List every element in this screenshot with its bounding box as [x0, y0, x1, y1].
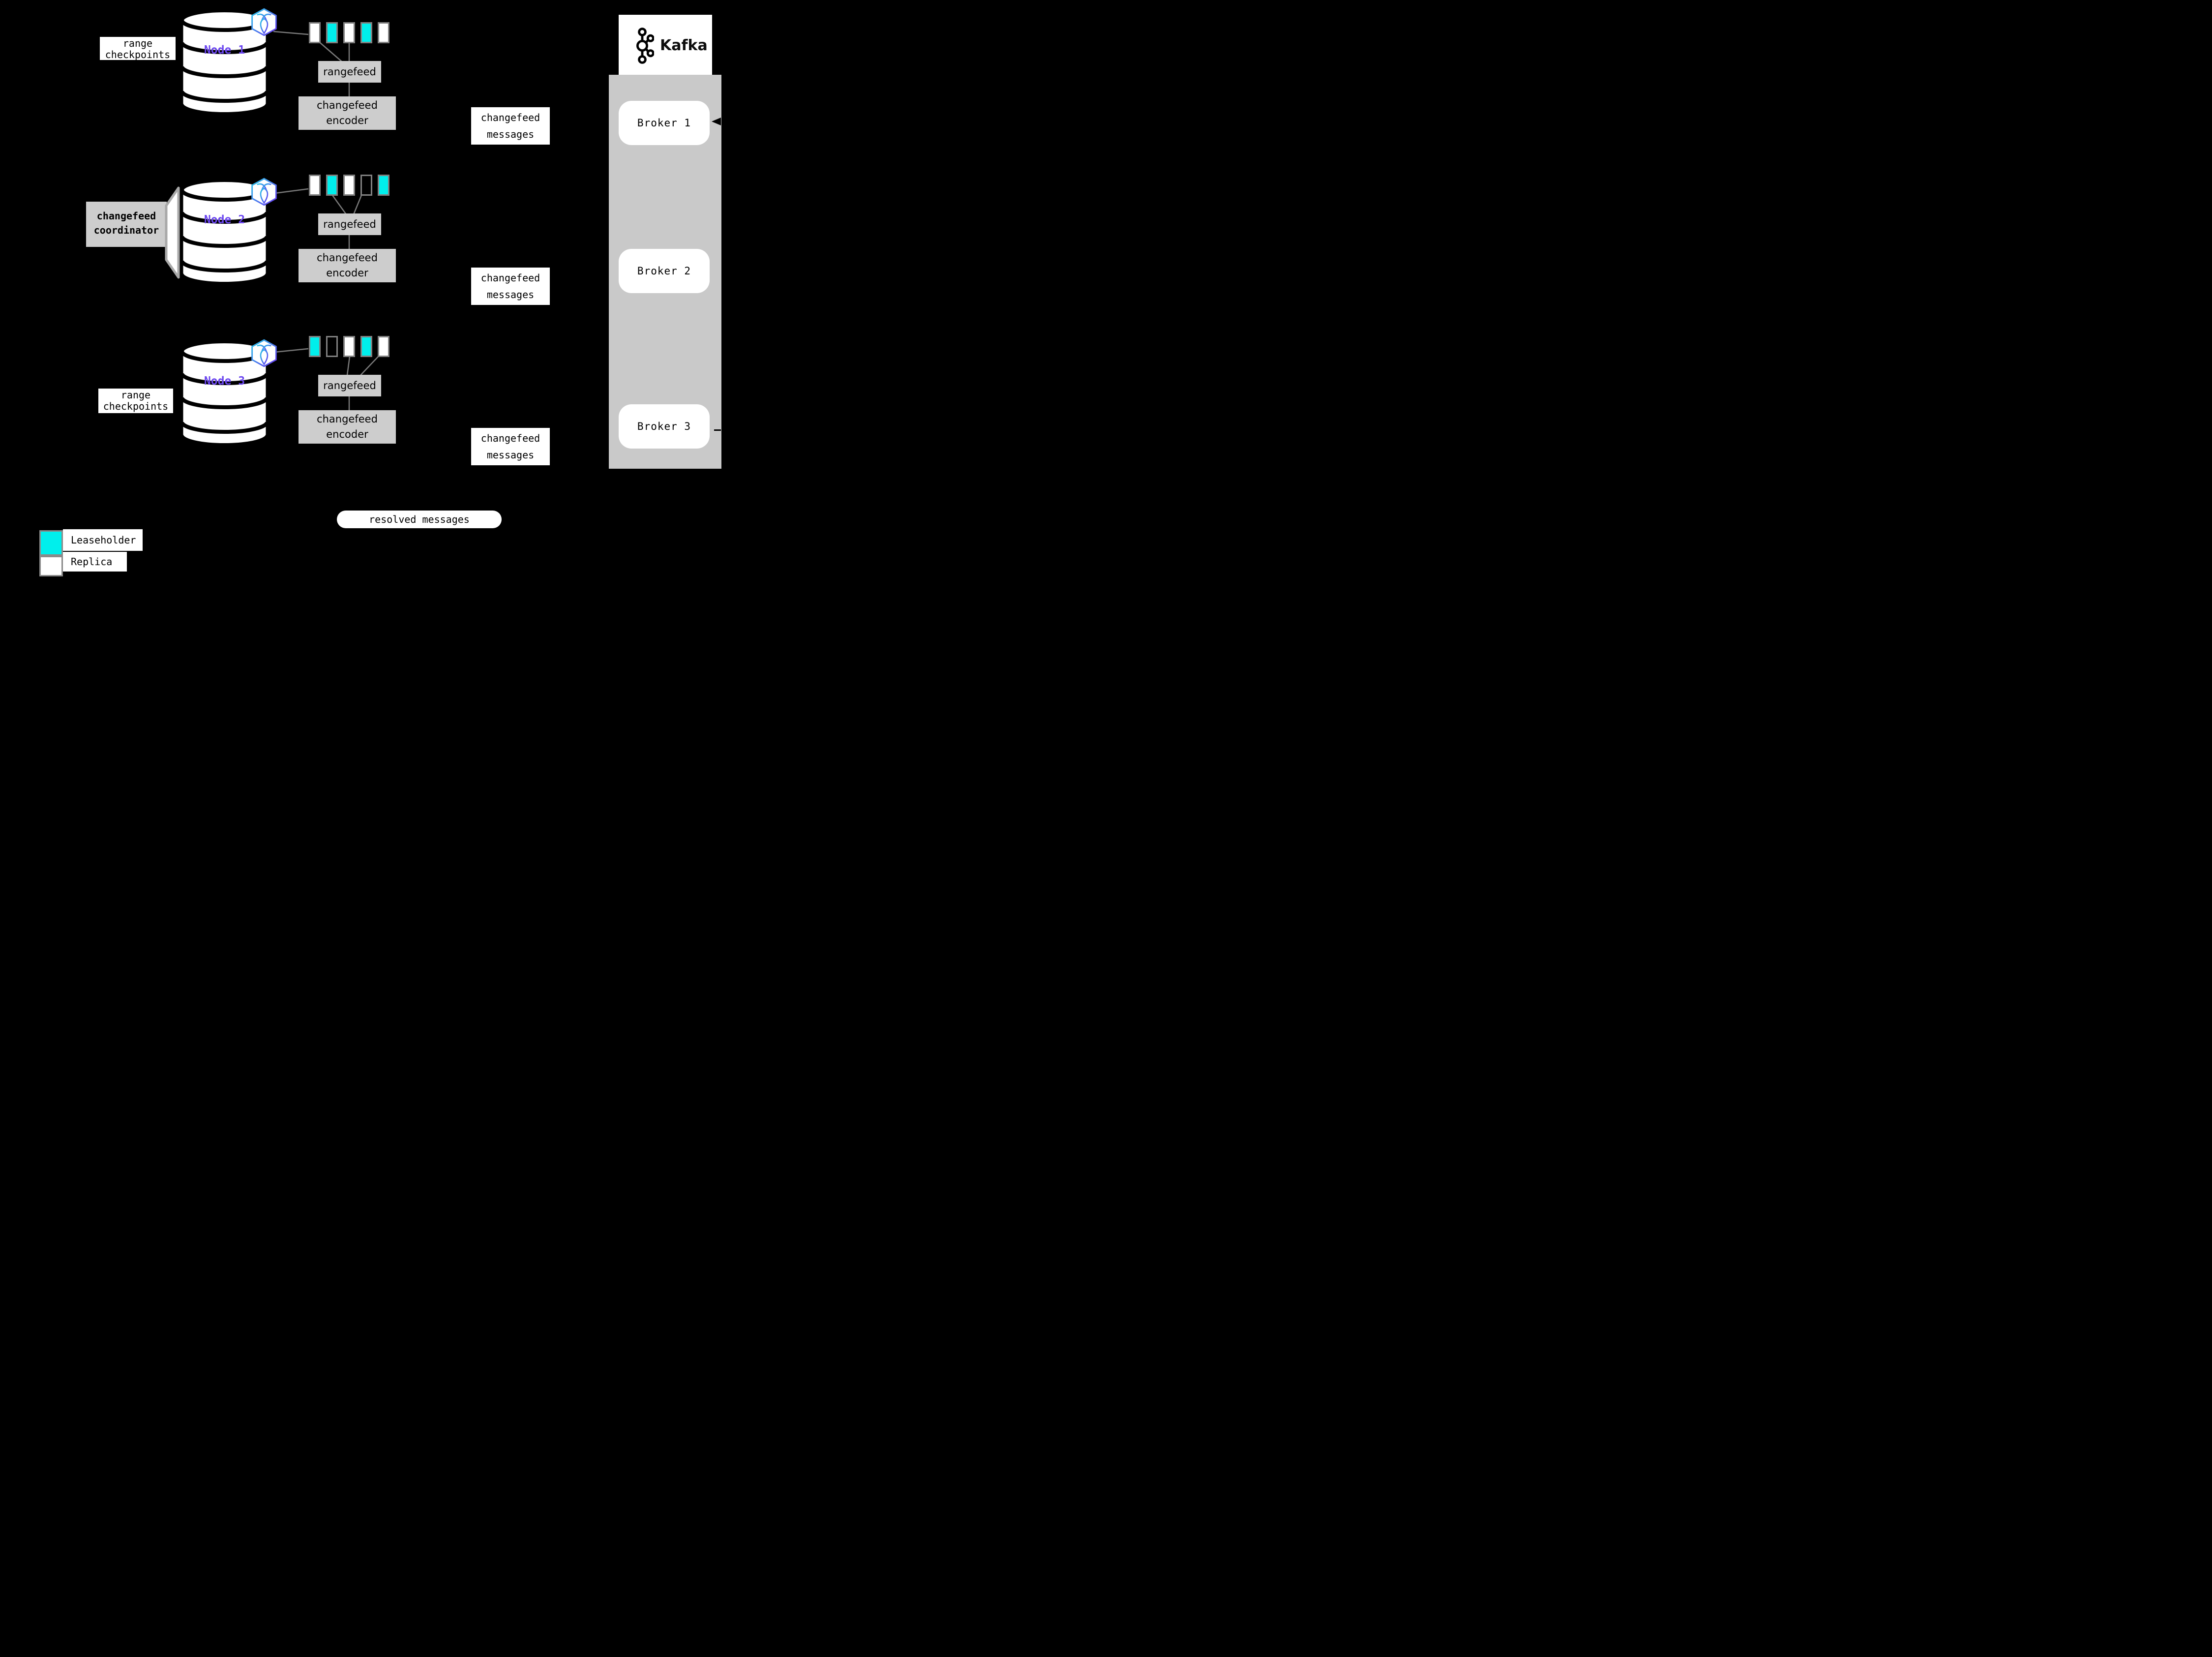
- range-checkpoints-line2: checkpoints: [103, 400, 169, 412]
- range-cell: [326, 175, 338, 196]
- range-cell: [343, 336, 355, 357]
- legend-replica-swatch: [39, 556, 63, 576]
- coordinator-line2: coordinator: [93, 224, 159, 236]
- kafka-title: Kafka: [660, 37, 708, 54]
- kafka-logo: Kafka: [619, 15, 712, 76]
- range-checkpoints-line2: checkpoints: [105, 49, 171, 60]
- range-cell: [378, 22, 389, 43]
- messages-line2: messages: [486, 128, 535, 140]
- range-cell: [309, 175, 321, 196]
- resolved-messages-pill: resolved messages: [337, 511, 502, 528]
- rangefeed-box-node2: rangefeed: [318, 213, 381, 235]
- encoder-line2: encoder: [326, 267, 368, 279]
- messages-line1: changefeed: [480, 112, 540, 123]
- changefeed-messages-label-node2: changefeed messages: [471, 268, 550, 305]
- cockroachdb-icon: [251, 8, 277, 36]
- arrow-into-broker-1: [712, 118, 721, 125]
- range-cell: [360, 336, 372, 357]
- legend-leaseholder-swatch: [39, 530, 63, 556]
- messages-line2: messages: [486, 449, 535, 461]
- range-cell: [326, 336, 338, 357]
- broker-3-box: Broker 3: [619, 404, 710, 449]
- kafka-logo-icon: [636, 28, 654, 64]
- range-checkpoints-label-node1: range checkpoints: [100, 37, 176, 60]
- rangefeed-box-node1: rangefeed: [318, 61, 381, 83]
- range-cell: [360, 175, 372, 196]
- messages-line1: changefeed: [480, 272, 540, 284]
- coordinator-arrow: [165, 186, 180, 279]
- node-2-label: Node 2: [204, 213, 245, 226]
- changefeed-encoder-box-node2: changefeed encoder: [299, 249, 396, 282]
- broker-2-box: Broker 2: [619, 249, 710, 293]
- messages-line2: messages: [486, 289, 535, 301]
- encoder-line1: changefeed: [317, 252, 378, 264]
- range-cell: [378, 336, 389, 357]
- changefeed-encoder-box-node1: changefeed encoder: [299, 96, 396, 130]
- cockroachdb-icon: [251, 178, 277, 206]
- range-cell: [309, 336, 321, 357]
- node-1-label: Node 1: [204, 44, 245, 57]
- legend-replica-label: Replica: [63, 552, 127, 572]
- legend-leaseholder-text: Leaseholder: [71, 534, 136, 546]
- encoder-line1: changefeed: [317, 413, 378, 425]
- changefeed-messages-label-node3: changefeed messages: [471, 428, 550, 465]
- arrow-into-broker-3: [714, 429, 721, 431]
- range-cell: [309, 22, 321, 43]
- range-checkpoints-label-node3: range checkpoints: [98, 389, 173, 413]
- legend-leaseholder-label: Leaseholder: [63, 529, 143, 551]
- broker-1-box: Broker 1: [619, 101, 710, 145]
- encoder-line2: encoder: [326, 115, 368, 126]
- range-cell: [343, 175, 355, 196]
- legend-replica-text: Replica: [71, 556, 113, 568]
- encoder-line1: changefeed: [317, 99, 378, 111]
- rangefeed-box-node3: rangefeed: [318, 375, 381, 396]
- coordinator-line1: changefeed: [96, 210, 156, 222]
- range-checkpoints-line1: range: [120, 389, 151, 401]
- range-cell: [360, 22, 372, 43]
- changefeed-architecture-diagram: range checkpoints Node 1 rangefeed: [0, 0, 771, 577]
- connector-lines: [273, 30, 379, 410]
- range-cell: [326, 22, 338, 43]
- changefeed-coordinator-label: changefeed coordinator: [86, 202, 167, 247]
- messages-line1: changefeed: [480, 432, 540, 444]
- changefeed-messages-label-node1: changefeed messages: [471, 107, 550, 145]
- range-cell: [343, 22, 355, 43]
- range-checkpoints-line1: range: [122, 37, 153, 49]
- cockroachdb-icon: [251, 339, 277, 367]
- changefeed-encoder-box-node3: changefeed encoder: [299, 410, 396, 444]
- range-cell: [378, 175, 389, 196]
- encoder-line2: encoder: [326, 428, 368, 440]
- node-3-label: Node 3: [204, 375, 245, 388]
